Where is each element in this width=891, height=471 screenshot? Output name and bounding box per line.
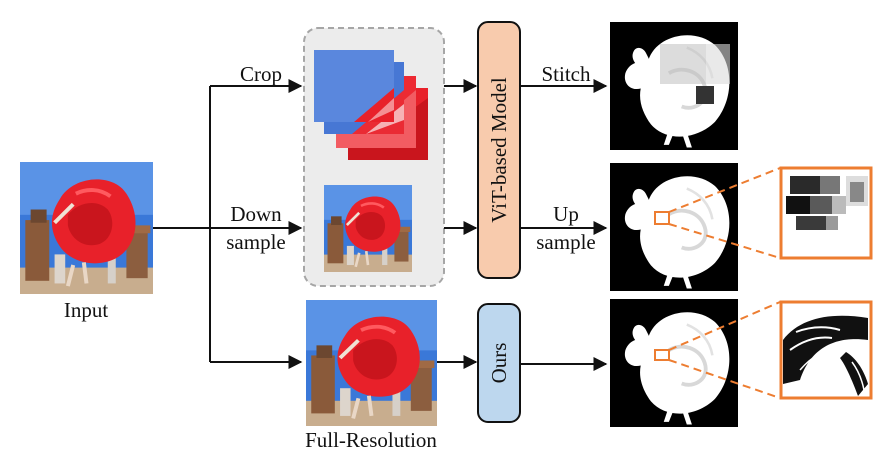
downsampled-image bbox=[324, 185, 412, 272]
ours-matte bbox=[608, 297, 740, 429]
upsampled-matte bbox=[608, 161, 740, 293]
full-resolution-image bbox=[306, 300, 437, 426]
stitch-label: Stitch bbox=[541, 62, 591, 86]
branch-lines bbox=[153, 79, 303, 369]
vit-model-box bbox=[477, 21, 521, 279]
crop-label: Crop bbox=[240, 62, 282, 86]
upsample-label-line1: Up bbox=[553, 202, 579, 226]
ours-model-label: Ours bbox=[487, 343, 511, 384]
upsample-label-line2: sample bbox=[536, 230, 596, 254]
vit-model-label: ViT-based Model bbox=[487, 77, 511, 223]
full-resolution-label: Full-Resolution bbox=[305, 428, 437, 452]
zoom-ours-detail bbox=[779, 300, 873, 400]
zoom-indicators bbox=[654, 167, 781, 399]
model-output-arrows bbox=[520, 79, 608, 371]
input-image bbox=[20, 162, 153, 294]
downsample-label-line2: sample bbox=[226, 230, 286, 254]
zoom-upsample-detail bbox=[779, 166, 873, 260]
downsample-label-line1: Down bbox=[230, 202, 282, 226]
input-label: Input bbox=[63, 298, 109, 322]
crop-patches bbox=[314, 50, 428, 160]
stitched-matte bbox=[608, 20, 740, 152]
model-input-arrows bbox=[437, 79, 478, 369]
